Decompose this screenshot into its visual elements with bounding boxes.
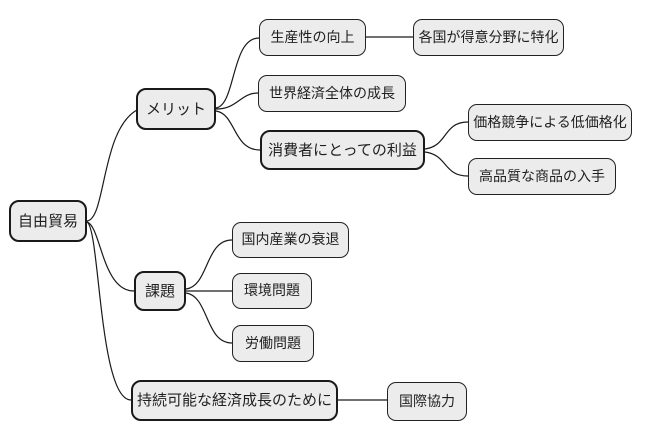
node-free-trade: 自由貿易 (9, 200, 87, 242)
edge-consumer-lower-prices (424, 121, 469, 150)
node-world-economy: 世界経済全体の成長 (258, 75, 406, 112)
edge-merits-productivity (215, 37, 260, 109)
node-issues: 課題 (134, 271, 186, 311)
node-sustainable-growth: 持続可能な経済成長のために (131, 380, 338, 421)
node-quality-goods: 高品質な商品の入手 (468, 158, 616, 195)
edge-issues-domestic-decline (185, 239, 233, 290)
node-environment: 環境問題 (232, 273, 312, 309)
edge-free-trade-issues (86, 221, 135, 292)
edge-merits-consumer-benefit (215, 110, 261, 151)
edge-free-trade-merits (86, 109, 138, 222)
node-consumer-benefit: 消費者にとっての利益 (260, 130, 425, 170)
node-intl-cooperation: 国際協力 (387, 382, 467, 421)
node-merits: メリット (136, 88, 216, 130)
edge-consumer-quality-goods (424, 151, 469, 177)
node-domestic-decline: 国内産業の衰退 (232, 222, 349, 258)
node-labor: 労働問題 (232, 325, 314, 362)
node-specialization: 各国が得意分野に特化 (413, 19, 564, 56)
node-lower-prices: 価格競争による低価格化 (468, 104, 632, 141)
edge-issues-labor (185, 292, 233, 344)
edge-free-trade-sustainable (86, 221, 132, 401)
edge-merits-world-economy (215, 92, 259, 110)
node-productivity: 生産性の向上 (259, 19, 366, 56)
